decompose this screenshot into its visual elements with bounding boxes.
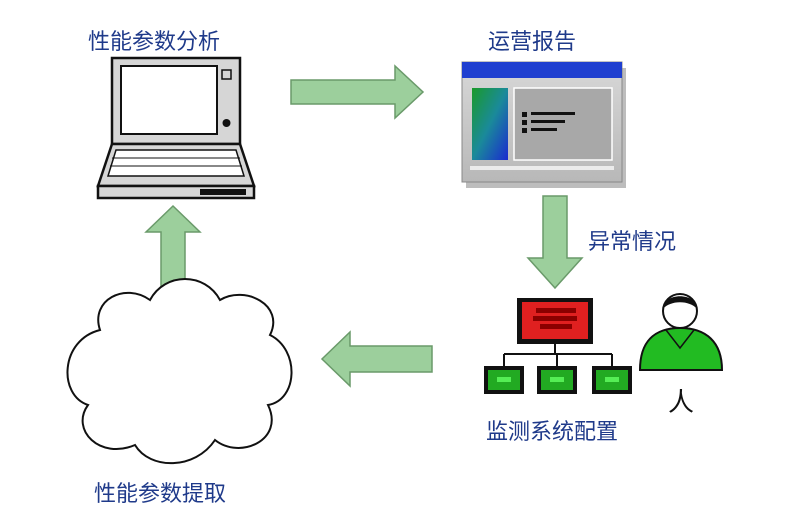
label-operations-report: 运营报告 xyxy=(488,30,577,55)
report-window-icon xyxy=(461,61,626,188)
label-anomaly: 异常情况 xyxy=(588,230,677,255)
arrow-up xyxy=(144,204,202,287)
arrow-down xyxy=(526,195,584,290)
network-monitor-icon xyxy=(484,298,632,394)
laptop-icon xyxy=(96,56,256,200)
arrow-left xyxy=(320,330,433,388)
label-parameter-extraction: 性能参数提取 xyxy=(94,482,227,507)
label-performance-analysis: 性能参数分析 xyxy=(88,30,221,55)
arrow-right xyxy=(290,64,425,120)
label-person: 人 xyxy=(668,388,695,418)
cloud-icon xyxy=(66,278,293,465)
person-icon xyxy=(638,293,724,371)
label-monitoring-config: 监测系统配置 xyxy=(486,420,619,445)
